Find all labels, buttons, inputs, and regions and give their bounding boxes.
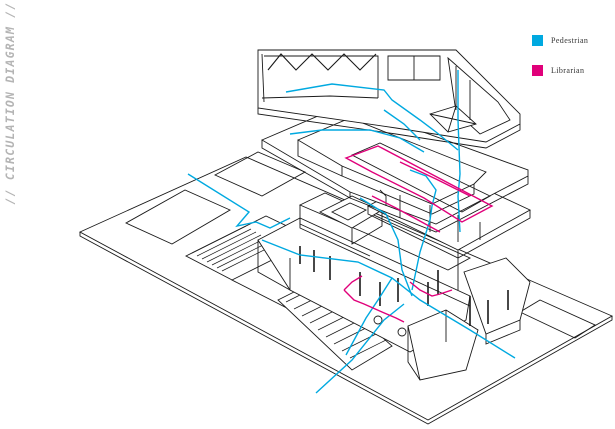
- pedestrian-routes: [187, 70, 516, 394]
- legend-label-librarian: Librarian: [551, 65, 585, 75]
- ramp-steps: [191, 225, 277, 272]
- librarian-routes: [343, 145, 494, 323]
- legend-item-librarian: Librarian: [532, 64, 588, 76]
- legend: Pedestrian Librarian: [532, 34, 588, 94]
- ground-floor: [185, 215, 531, 381]
- legend-label-pedestrian: Pedestrian: [551, 35, 589, 45]
- legend-item-pedestrian: Pedestrian: [532, 34, 588, 46]
- librarian-swatch: [532, 64, 543, 76]
- pedestrian-swatch: [532, 34, 543, 46]
